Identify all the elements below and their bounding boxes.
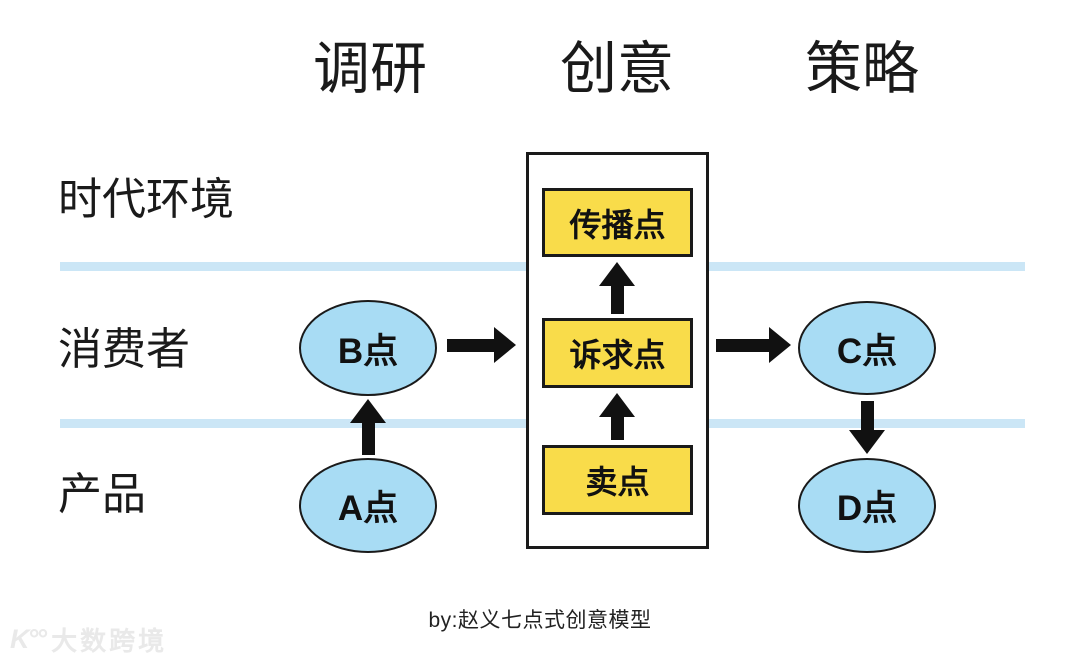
watermark-logo-icon: K°°	[10, 624, 47, 654]
node-spread-point: 传播点	[542, 188, 693, 257]
arrow-a-to-b-icon	[350, 399, 386, 455]
row-label-product: 产品	[58, 470, 146, 519]
arrow-selling-to-appeal-icon	[599, 393, 635, 440]
caption-author: by:赵义七点式创意模型	[428, 609, 652, 632]
row-label-era-environment: 时代环境	[58, 175, 234, 224]
node-selling-point: 卖点	[542, 445, 693, 515]
row-label-consumer: 消费者	[58, 325, 190, 374]
node-point-c: C点	[798, 301, 936, 395]
node-point-b: B点	[299, 300, 437, 396]
watermark-brand-text: 大数跨境	[51, 626, 168, 656]
arrow-frame-to-c-icon	[716, 327, 791, 363]
column-header-creative: 创意	[560, 37, 674, 101]
arrow-c-to-d-icon	[849, 401, 885, 454]
column-header-research: 调研	[313, 37, 427, 101]
node-appeal-point: 诉求点	[542, 318, 693, 388]
arrow-appeal-to-spread-icon	[599, 262, 635, 314]
arrow-b-to-frame-icon	[447, 327, 516, 363]
watermark: K°° 大数跨境	[10, 621, 167, 658]
column-header-strategy: 策略	[805, 37, 919, 101]
node-point-a: A点	[299, 458, 437, 553]
node-point-d: D点	[798, 458, 936, 553]
